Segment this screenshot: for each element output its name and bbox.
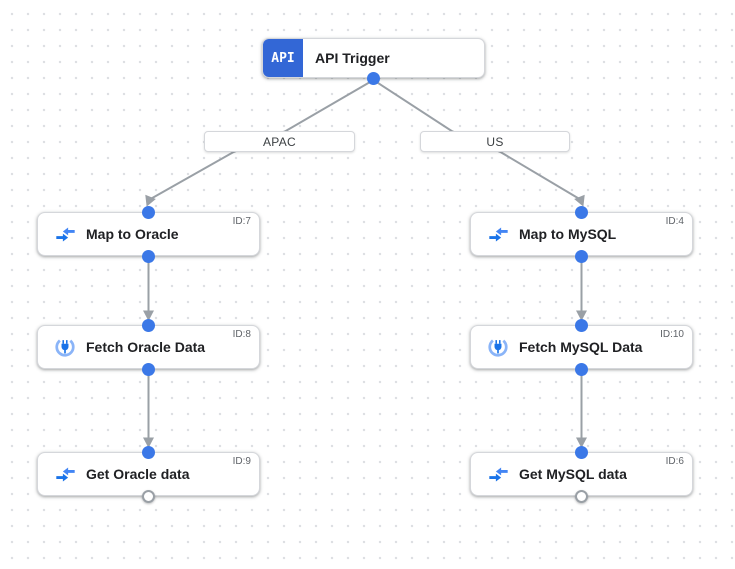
arrowhead-icon — [574, 194, 585, 207]
api-trigger-icon: API — [263, 39, 303, 77]
data-mapping-icon — [487, 463, 509, 485]
data-mapping-icon — [54, 463, 76, 485]
task-id-badge: ID:10 — [660, 329, 684, 340]
connection-point[interactable] — [367, 71, 380, 85]
api-trigger-node[interactable]: API API Trigger — [262, 38, 485, 78]
task-label: Get MySQL data — [519, 466, 627, 482]
branch-label-text: APAC — [263, 134, 296, 149]
trigger-label: API Trigger — [315, 50, 390, 66]
arrowhead-icon — [143, 437, 154, 448]
connection-point[interactable] — [142, 205, 155, 219]
arrowhead-icon — [576, 437, 587, 448]
task-id-badge: ID:9 — [232, 456, 251, 467]
task-label: Get Oracle data — [86, 466, 190, 482]
connection-point[interactable] — [575, 362, 588, 376]
connector-icon — [487, 336, 509, 358]
task-node-fetch-oracle-data[interactable]: Fetch Oracle Data ID:8 — [37, 325, 260, 369]
task-id-badge: ID:7 — [232, 216, 251, 227]
connection-point[interactable] — [142, 249, 155, 263]
task-label: Map to Oracle — [86, 226, 179, 242]
terminal-connection-point[interactable] — [575, 489, 588, 503]
task-label: Fetch Oracle Data — [86, 339, 206, 355]
connection-point[interactable] — [575, 249, 588, 263]
connection-point[interactable] — [142, 318, 155, 332]
arrowhead-icon — [145, 194, 156, 207]
task-label: Fetch MySQL Data — [519, 339, 643, 355]
branch-label-apac[interactable]: APAC — [204, 131, 355, 152]
arrowhead-icon — [576, 310, 587, 321]
task-id-badge: ID:4 — [665, 216, 684, 227]
terminal-connection-point[interactable] — [142, 489, 155, 503]
data-mapping-icon — [54, 223, 76, 245]
task-id-badge: ID:8 — [232, 329, 251, 340]
data-mapping-icon — [487, 223, 509, 245]
task-id-badge: ID:6 — [665, 456, 684, 467]
connection-point[interactable] — [575, 205, 588, 219]
connection-point[interactable] — [142, 445, 155, 459]
branch-label-us[interactable]: US — [420, 131, 570, 152]
arrowhead-icon — [143, 310, 154, 321]
task-node-get-mysql-data[interactable]: Get MySQL data ID:6 — [470, 452, 693, 496]
connector-icon — [54, 336, 76, 358]
task-node-map-to-oracle[interactable]: Map to Oracle ID:7 — [37, 212, 260, 256]
task-label: Map to MySQL — [519, 226, 617, 242]
connection-point[interactable] — [575, 445, 588, 459]
connection-point[interactable] — [142, 362, 155, 376]
branch-label-text: US — [486, 134, 504, 149]
task-node-map-to-mysql[interactable]: Map to MySQL ID:4 — [470, 212, 693, 256]
connection-point[interactable] — [575, 318, 588, 332]
